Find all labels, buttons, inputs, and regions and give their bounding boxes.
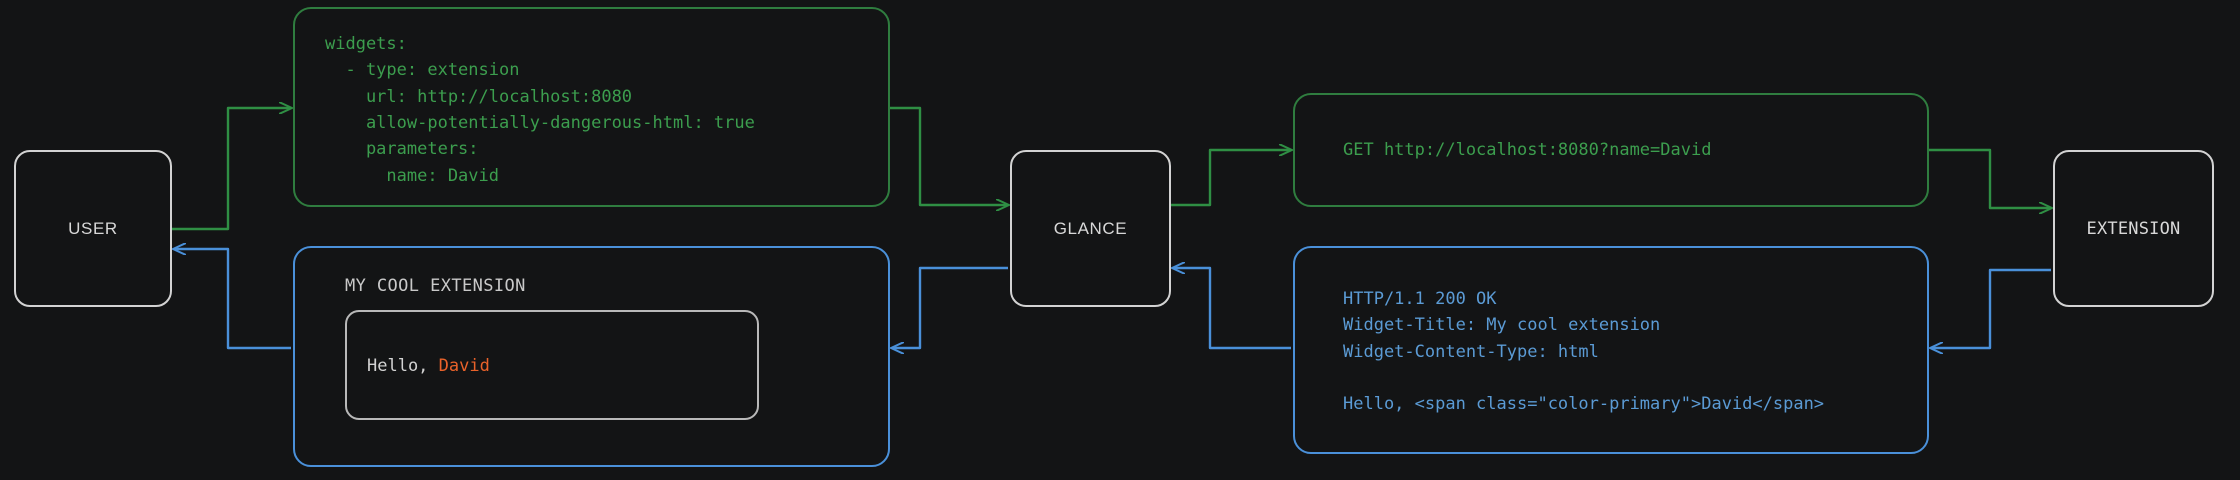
connector-user-to-yaml (172, 108, 291, 231)
node-extension[interactable]: EXTENSION (2053, 150, 2214, 307)
http-request-text: GET http://localhost:8080?name=David (1343, 140, 1712, 160)
connector-glance-to-widget (892, 266, 1008, 348)
panel-rendered-widget: MY COOL EXTENSION Hello, David (293, 246, 890, 467)
panel-http-response: HTTP/1.1 200 OK Widget-Title: My cool ex… (1293, 246, 1929, 454)
node-glance[interactable]: GLANCE (1010, 150, 1171, 307)
node-user-label: USER (68, 218, 118, 238)
connector-response-to-glance (1173, 268, 1291, 350)
node-extension-label: EXTENSION (2086, 218, 2181, 239)
panel-http-request: GET http://localhost:8080?name=David (1293, 93, 1929, 207)
node-user[interactable]: USER (14, 150, 172, 307)
panel-yaml-config: widgets: - type: extension url: http://l… (293, 7, 890, 207)
rendered-widget-body: Hello, David (367, 356, 490, 376)
connector-glance-to-request (1171, 150, 1291, 207)
node-glance-label: GLANCE (1053, 218, 1128, 238)
rendered-widget-greeting: Hello, (367, 356, 439, 376)
http-response-text: HTTP/1.1 200 OK Widget-Title: My cool ex… (1343, 289, 1825, 415)
rendered-widget-accent-name: David (438, 356, 490, 376)
rendered-widget-title: MY COOL EXTENSION (345, 276, 526, 296)
yaml-config-text: widgets: - type: extension url: http://l… (325, 34, 755, 186)
connector-extension-to-response (1931, 268, 2051, 348)
connector-yaml-to-glance (890, 106, 1008, 205)
rendered-widget-card: Hello, David (345, 310, 759, 420)
connector-widget-to-user (174, 249, 291, 350)
connector-request-to-extension (1929, 148, 2051, 208)
